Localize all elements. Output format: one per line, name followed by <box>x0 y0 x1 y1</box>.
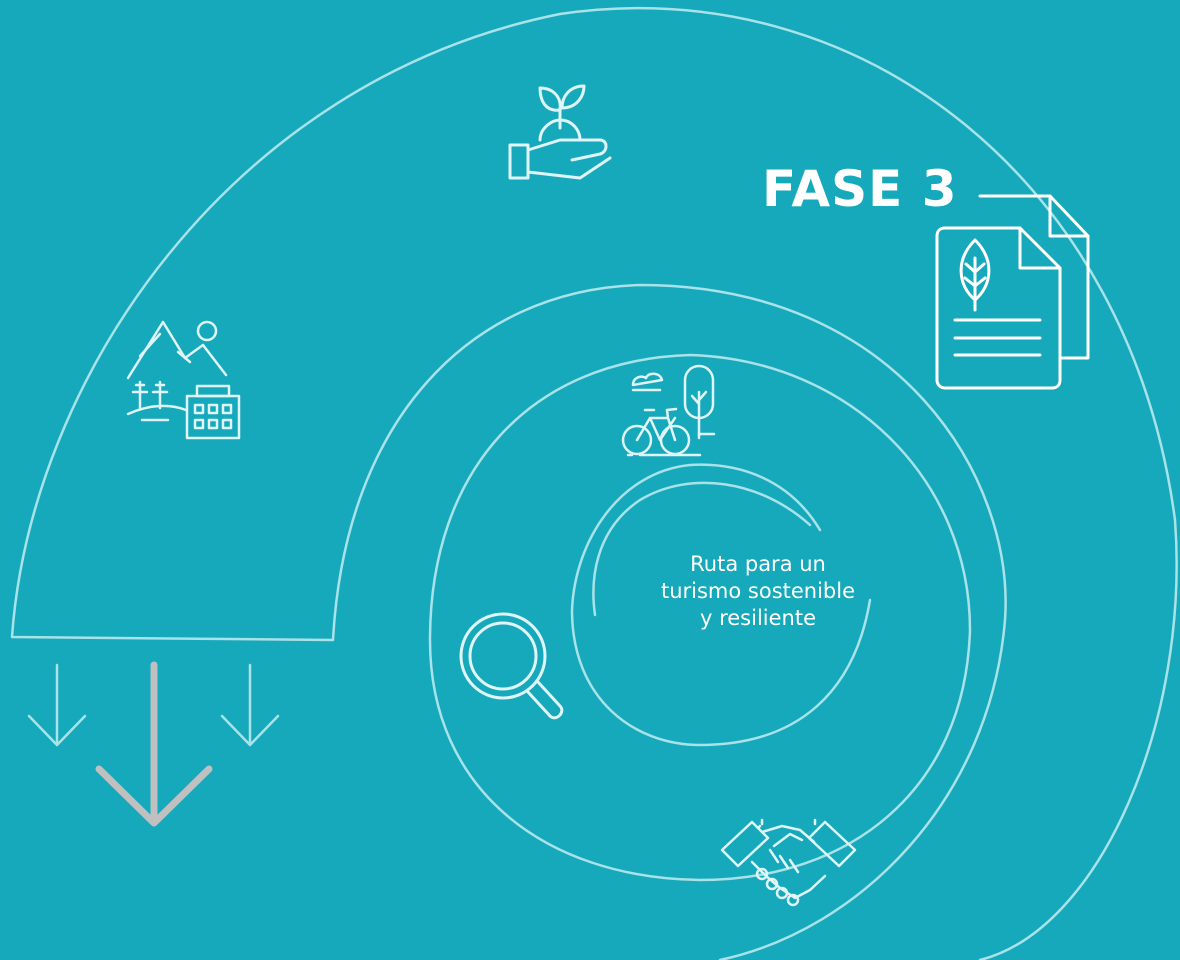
center-title-line-3: y resiliente <box>699 606 817 630</box>
center-down-arrow <box>95 661 213 827</box>
down-arrows-icon <box>27 661 280 827</box>
plant-in-hand-icon <box>508 84 612 180</box>
center-title-line-1: Ruta para un <box>690 552 826 576</box>
bicycle-tree-icon <box>621 364 716 457</box>
middle-ring <box>428 353 972 882</box>
left-down-arrow <box>27 663 87 747</box>
handshake-icon <box>720 818 857 907</box>
eco-document-icon <box>935 194 1090 390</box>
center-title-line-2: turismo sostenible <box>660 579 856 603</box>
inner-spiral <box>570 463 872 747</box>
right-down-arrow <box>220 663 280 747</box>
phase-label: FASE 3 <box>762 160 958 218</box>
mountains-hotel-icon <box>126 320 241 440</box>
center-title: Ruta para un turismo sostenible y resili… <box>620 551 896 632</box>
outer-spiral-band <box>10 6 1178 960</box>
magnifier-icon <box>459 612 564 720</box>
inner-spiral-inner <box>592 481 812 617</box>
